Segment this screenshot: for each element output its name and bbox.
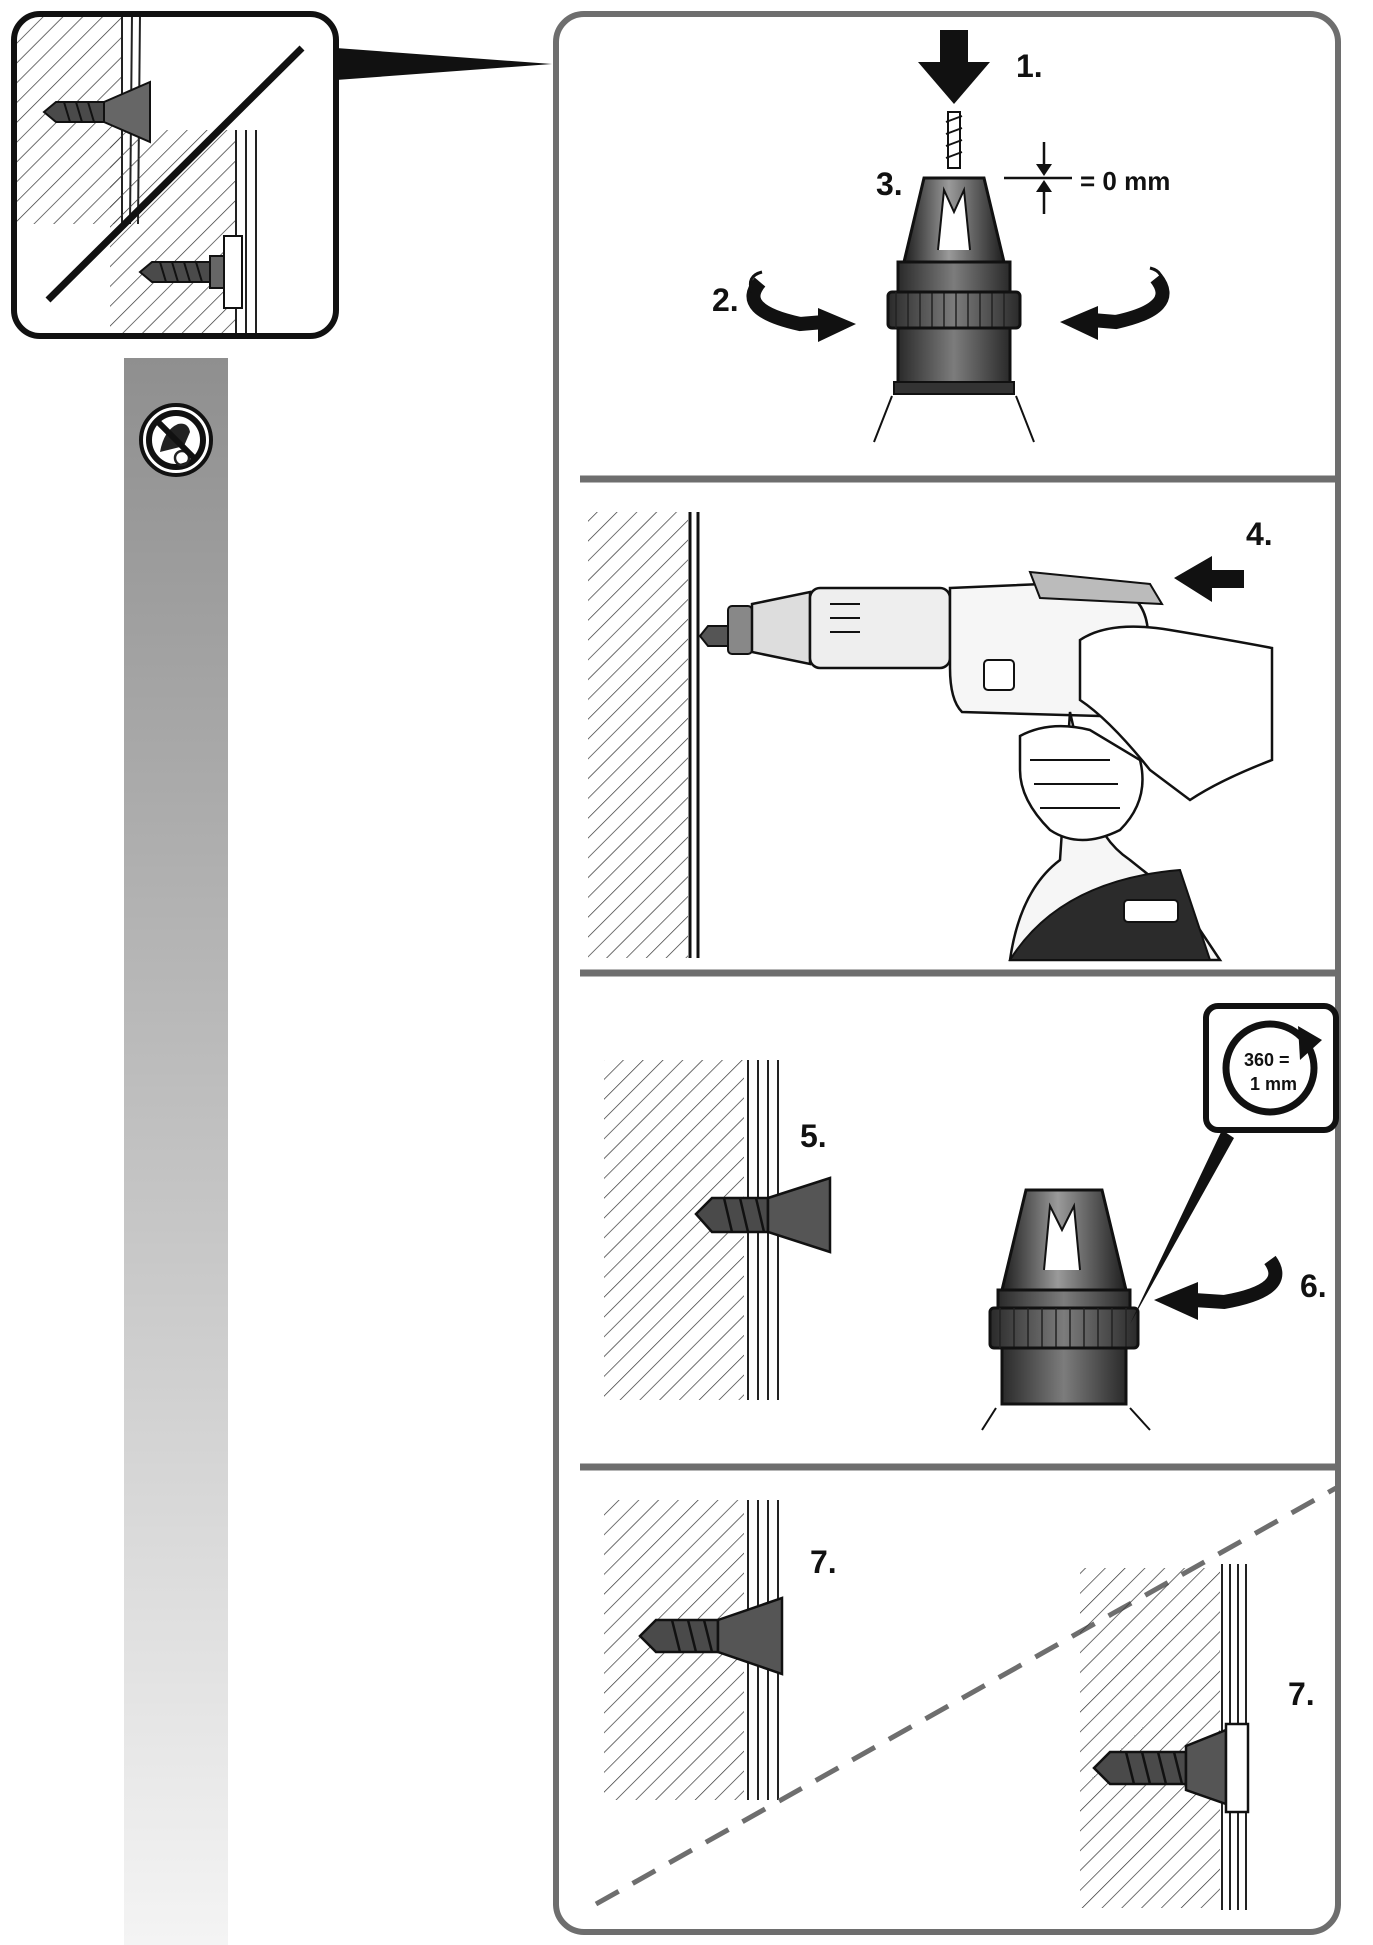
step-4-label: 4.: [1246, 516, 1273, 552]
step-5-label: 5.: [800, 1118, 827, 1154]
rotate-arrow-icon: [1222, 1020, 1318, 1116]
panel-fine-adjust: [604, 1003, 1339, 1431]
left-arrow-icon: [1174, 556, 1244, 602]
screwdriver-tool: [698, 570, 1274, 962]
rotation-note-line2: 1 mm: [1250, 1074, 1298, 1094]
step-6-label: 6.: [1300, 1268, 1327, 1304]
panel-drill-operation: [588, 512, 1274, 962]
rotate-arrow-icon: [746, 277, 825, 332]
countersunk-screw-icon: [638, 1596, 784, 1676]
step-7a-label: 7.: [810, 1544, 837, 1580]
down-arrow-icon: [918, 30, 990, 104]
sidebar-gradient-bar: [124, 358, 228, 1945]
panel-result: [594, 1485, 1338, 1910]
step-3-label: 3.: [876, 166, 903, 202]
depth-setting-label: = 0 mm: [1080, 166, 1171, 196]
screw-icon: [945, 111, 963, 169]
step-2-label: 2.: [712, 282, 739, 318]
pan-head-screw-icon: [1092, 1722, 1250, 1814]
step-1-label: 1.: [1016, 48, 1043, 84]
rotation-note-line1: 360 =: [1244, 1050, 1290, 1070]
no-hand-contact-icon: [139, 403, 213, 477]
step-7b-label: 7.: [1288, 1676, 1315, 1712]
countersunk-screw-detail: [42, 80, 151, 144]
inset-detail-panel: [11, 11, 552, 339]
panel-depth-adjust: [746, 30, 1170, 443]
pan-head-screw-detail: [138, 235, 243, 309]
screw-icon: [694, 1176, 832, 1254]
